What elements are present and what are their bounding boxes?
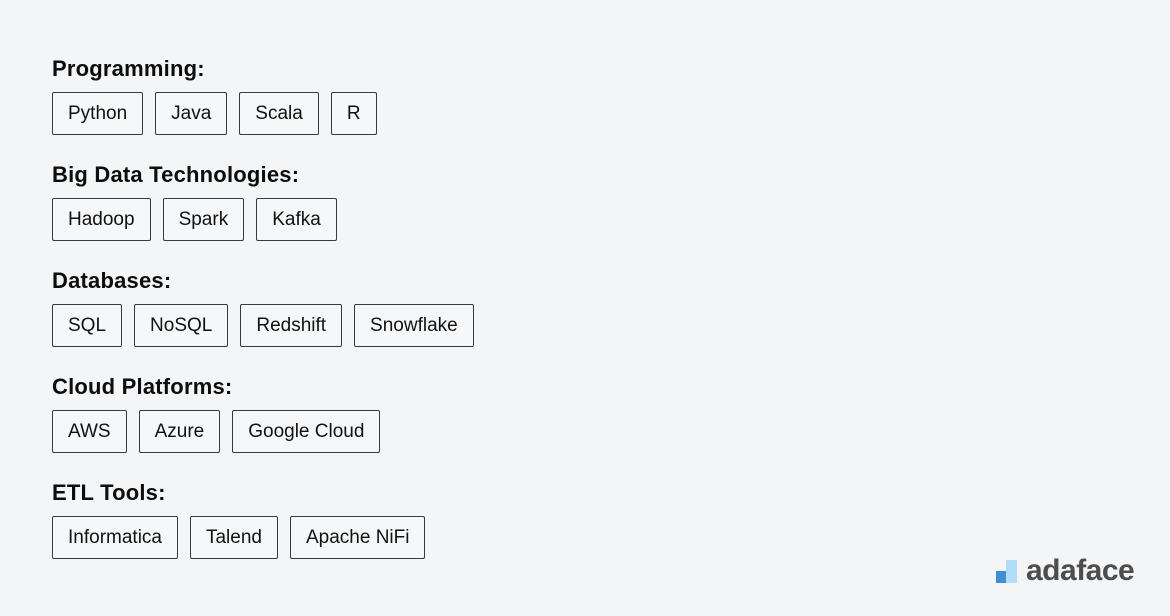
bar-chart-icon-left-bar [996,570,1006,583]
skill-sections: Programming: Python Java Scala R Big Dat… [52,58,474,588]
skill-section: ETL Tools: Informatica Talend Apache NiF… [52,482,474,559]
tag-row: AWS Azure Google Cloud [52,410,474,453]
tag-row: SQL NoSQL Redshift Snowflake [52,304,474,347]
section-label: ETL Tools: [52,480,166,505]
skill-tag: Talend [189,516,278,559]
skill-tag: SQL [52,304,123,347]
skill-tag: Azure [138,410,221,453]
skill-section: Big Data Technologies: Hadoop Spark Kafk… [52,164,474,241]
section-label: Cloud Platforms: [52,374,233,399]
skill-tag: Informatica [52,516,178,559]
skill-tag: Snowflake [354,304,474,347]
bar-chart-icon-right-bar [1006,559,1017,583]
section-label: Programming: [52,56,205,81]
adaface-logo-text: adaface [1026,554,1135,587]
skill-tag: Google Cloud [232,410,381,453]
tag-row: Hadoop Spark Kafka [52,198,474,241]
skill-tag: Java [155,92,228,135]
skill-section: Programming: Python Java Scala R [52,58,474,135]
tag-row: Python Java Scala R [52,92,474,135]
section-label: Databases: [52,268,172,293]
skill-tag: Scala [239,92,319,135]
skill-tag: Apache NiFi [289,516,426,559]
section-label: Big Data Technologies: [52,162,300,187]
adaface-logo: adaface [996,554,1135,587]
skill-tag: Kafka [256,198,337,241]
skill-tag: R [330,92,377,135]
skill-tag: Python [52,92,144,135]
skill-tag: Hadoop [52,198,151,241]
skill-tag: NoSQL [134,304,229,347]
skill-tag: Spark [162,198,245,241]
skill-tag: AWS [52,410,127,453]
tag-row: Informatica Talend Apache NiFi [52,516,474,559]
bar-chart-icon [996,559,1017,583]
skill-section: Cloud Platforms: AWS Azure Google Cloud [52,376,474,453]
skill-section: Databases: SQL NoSQL Redshift Snowflake [52,270,474,347]
skill-tag: Redshift [240,304,343,347]
